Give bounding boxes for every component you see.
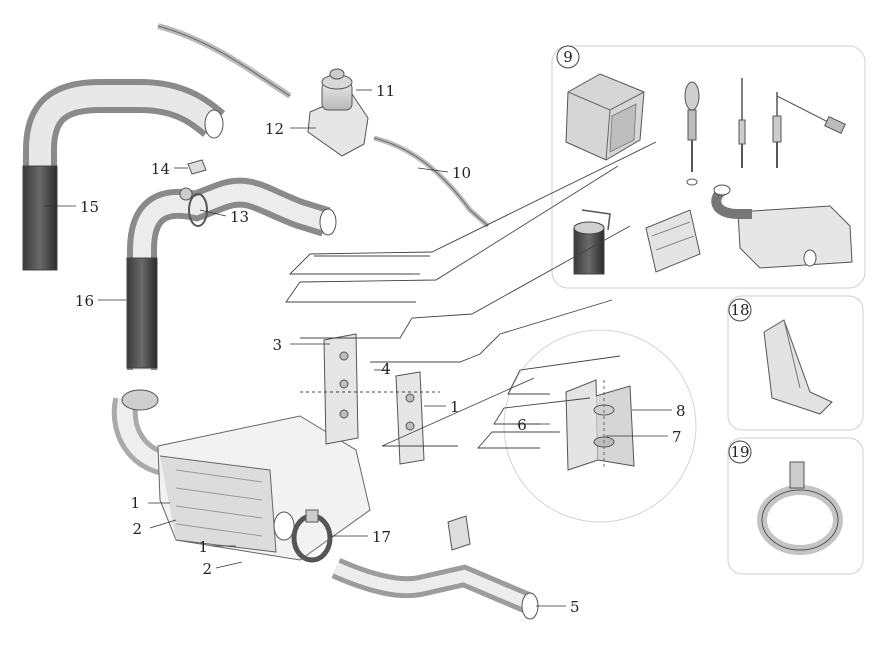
bracket-detail-panel: 18 — [727, 295, 864, 431]
label-fuel-line: 10 — [452, 164, 471, 182]
label-intake-hose: 15 — [80, 198, 99, 216]
heater-body-image — [111, 389, 371, 561]
control-unit-image — [565, 73, 645, 161]
label-outlet-hose: 16 — [75, 292, 94, 310]
mount-detail-circle — [503, 329, 697, 523]
connector-block-image — [645, 209, 701, 273]
clamp-detail-callout — [728, 440, 752, 464]
bracket-detail-callout-label: 18 — [730, 301, 749, 319]
kit-callout — [556, 45, 580, 69]
mount-plates-image — [323, 333, 425, 465]
leader-lines — [44, 89, 672, 607]
label-damper: 7 — [672, 428, 682, 446]
label-mount-bracket: 8 — [676, 402, 686, 420]
label-mount-plate: 1 — [450, 398, 460, 416]
outlet-hose-image — [126, 177, 337, 370]
label-hose-clamp: 14 — [151, 160, 170, 178]
overheat-sensor-image — [772, 92, 846, 168]
exhaust-pipe-image — [331, 515, 539, 620]
label-pump-bracket: 12 — [265, 120, 284, 138]
clamp-detail-panel: 19 — [727, 437, 864, 575]
label-spacer-plate: 6 — [517, 416, 527, 434]
fuel-line-image — [157, 23, 490, 228]
label-bracket-bolts: 3 — [272, 336, 282, 354]
intake-hose-image — [22, 79, 226, 271]
label-exhaust-pipe: 5 — [570, 598, 580, 616]
label-bolt-upper: 1 — [130, 494, 140, 512]
kit-panel: 9 — [551, 45, 866, 289]
clamp-detail-callout-label: 19 — [730, 443, 749, 461]
bracket-detail-callout — [728, 298, 752, 322]
heater-unit-image — [711, 184, 853, 269]
label-hose-clip: 13 — [230, 208, 249, 226]
label-nut-lower: 2 — [202, 560, 212, 578]
label-bolt-lower: 1 — [198, 538, 208, 556]
hose-clip-image — [179, 187, 208, 227]
fuel-pump-image — [307, 68, 369, 157]
hose-clamp-image — [187, 159, 207, 175]
fuel-filter-image — [573, 209, 611, 275]
part-labels: 1 2 1 2 3 4 1 5 6 7 8 10 11 12 13 14 15 … — [75, 82, 686, 616]
glow-plug-image — [684, 81, 700, 186]
temperature-sensor-image — [738, 78, 746, 168]
label-nut-upper: 2 — [132, 520, 142, 538]
exhaust-clamp-image — [291, 509, 333, 563]
label-washer: 4 — [381, 360, 391, 378]
kit-callout-label: 9 — [563, 48, 573, 66]
label-fuel-pump: 11 — [376, 82, 395, 100]
label-exhaust-clamp: 17 — [372, 528, 391, 546]
